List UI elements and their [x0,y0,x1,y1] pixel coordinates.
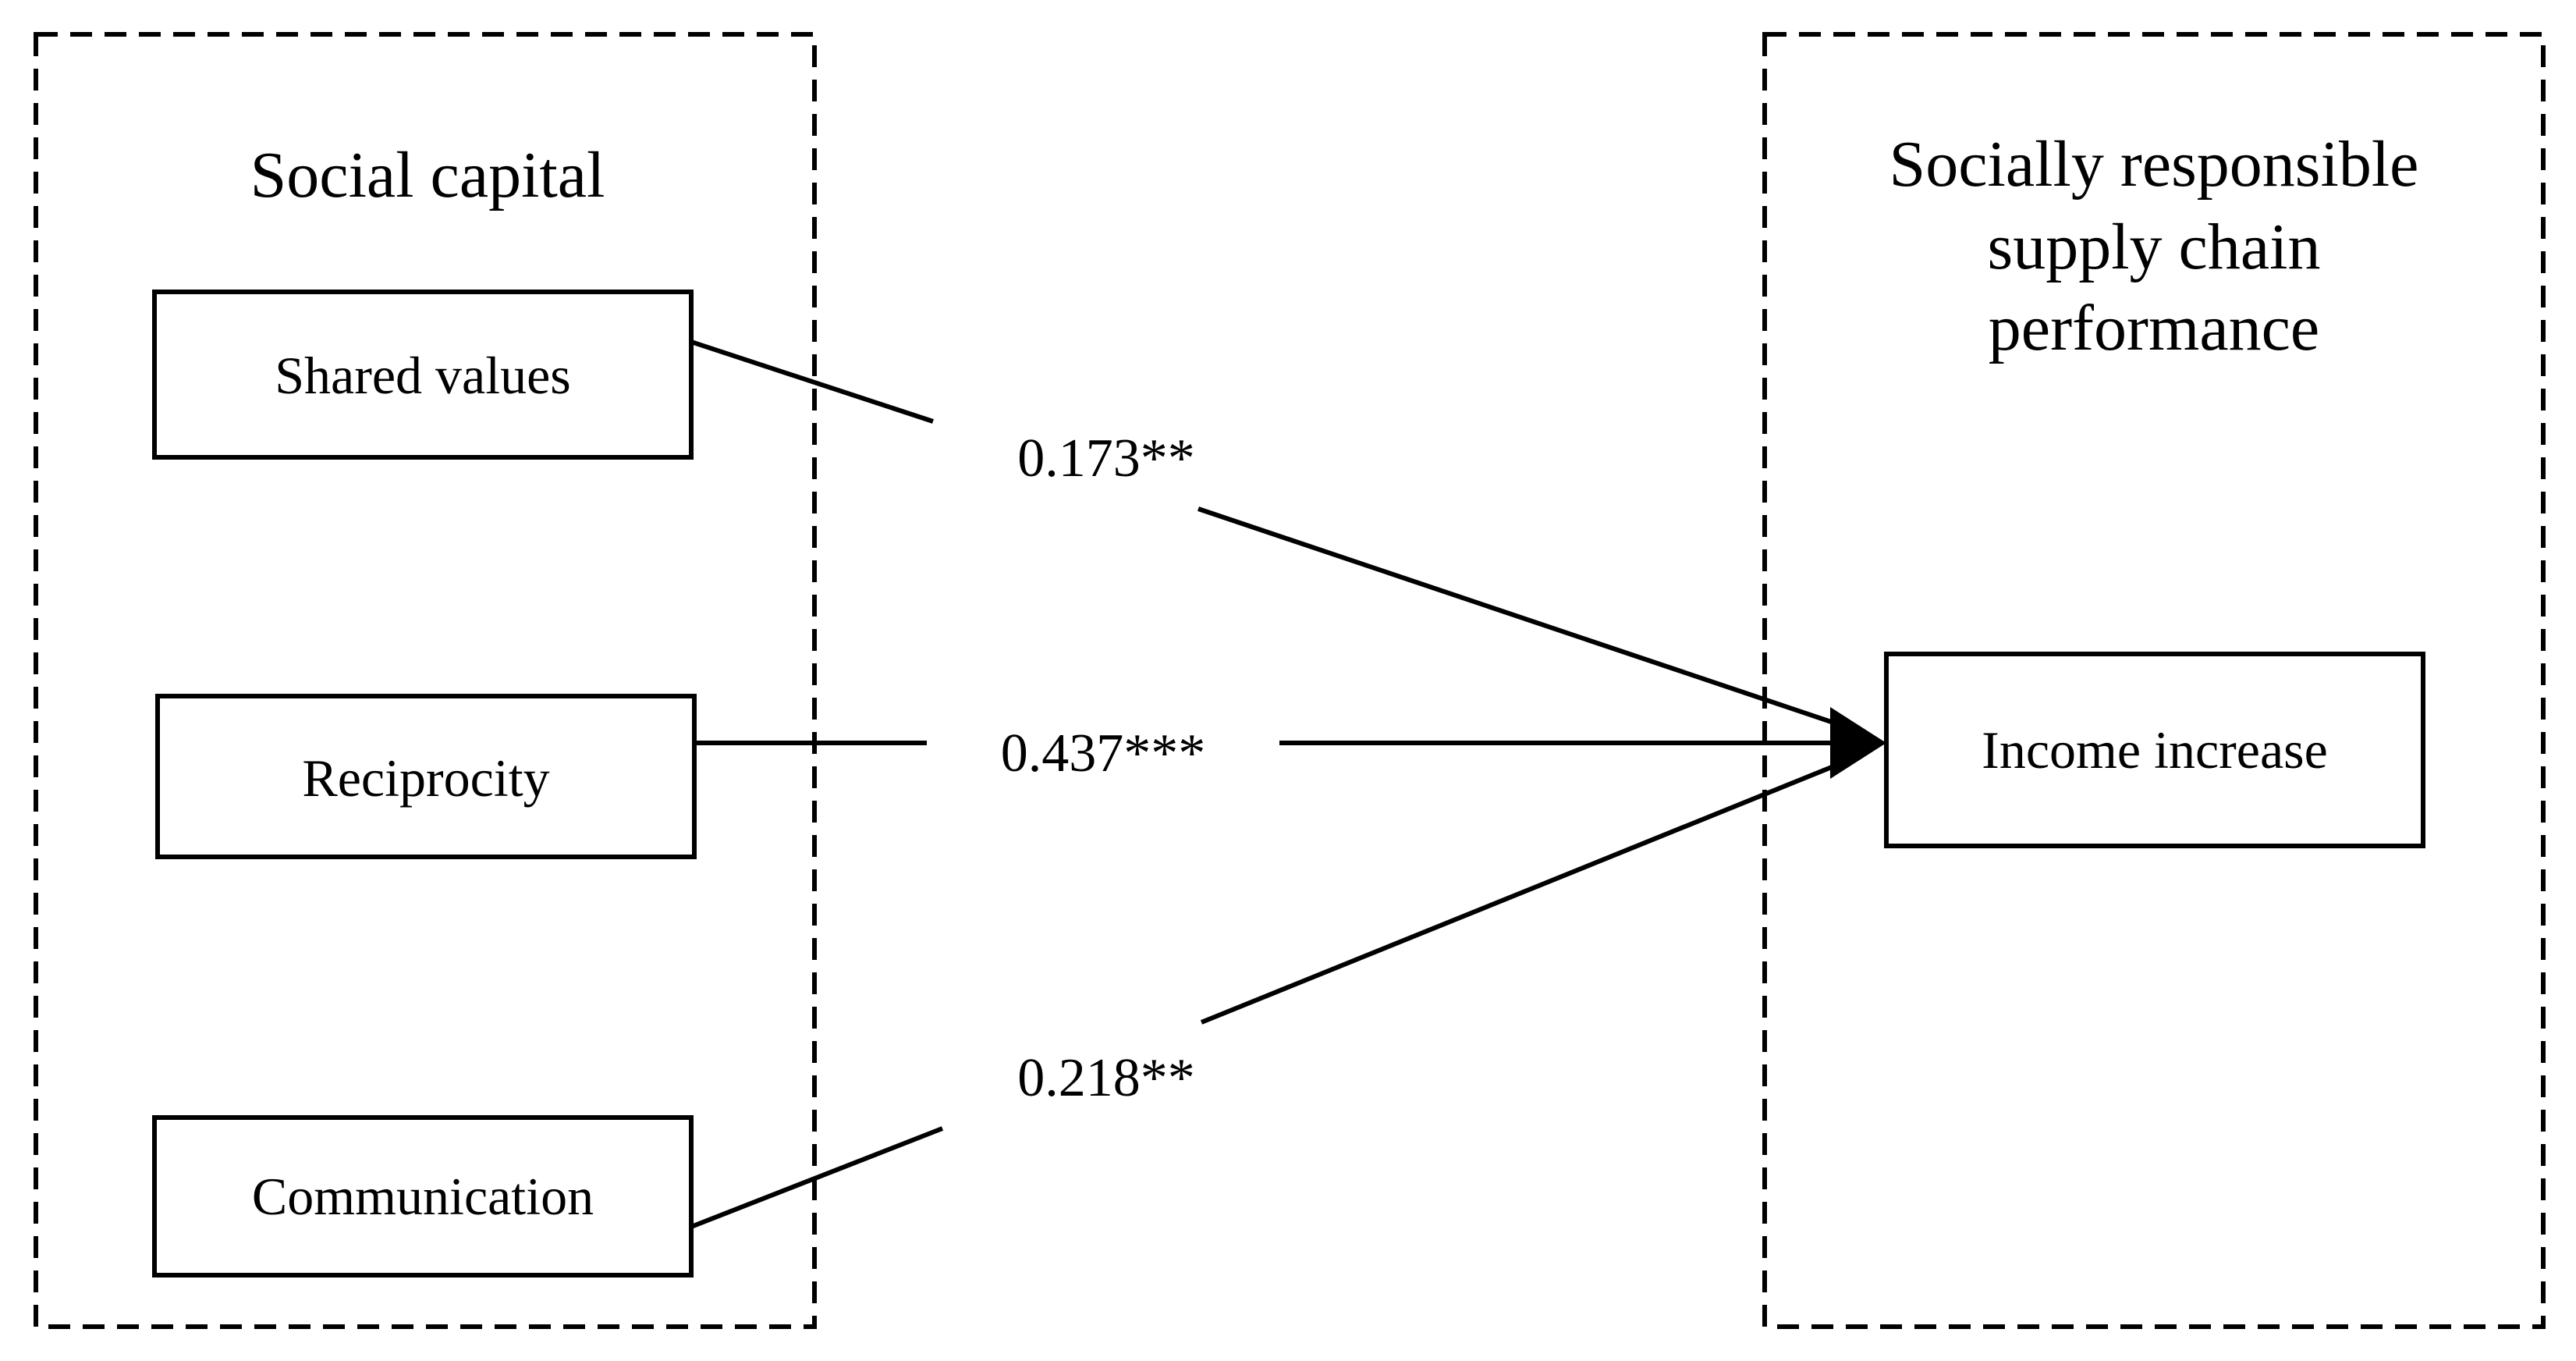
social-capital-title: Social capital [250,139,605,211]
node-communication-label: Communication [252,1167,594,1226]
performance-group-box [1762,32,2546,1329]
coefficient-communication: 0.218** [1017,1048,1195,1108]
node-shared-values-box [152,290,694,460]
node-reciprocity-label: Reciprocity [302,748,549,808]
node-reciprocity-box [155,694,697,859]
social-capital-group-box [34,32,817,1329]
node-income-increase-box [1884,652,2425,848]
node-shared-values-label: Shared values [275,346,571,405]
path-line-communication-b [1200,755,1858,1025]
coefficient-shared-values: 0.173** [1017,428,1195,489]
performance-title-line-3: performance [1989,292,2319,364]
arrowhead-icon [1830,707,1886,779]
path-line-shared-values-b [1198,506,1857,733]
node-communication-box [152,1115,694,1277]
coefficient-reciprocity: 0.437*** [1001,723,1206,784]
performance-title-line-1: Socially responsible [1889,128,2419,201]
node-income-increase-label: Income increase [1982,720,2328,780]
performance-title-line-2: supply chain [1988,211,2321,283]
path-line-shared-values-a [690,339,934,424]
path-line-communication-a [690,1126,944,1229]
